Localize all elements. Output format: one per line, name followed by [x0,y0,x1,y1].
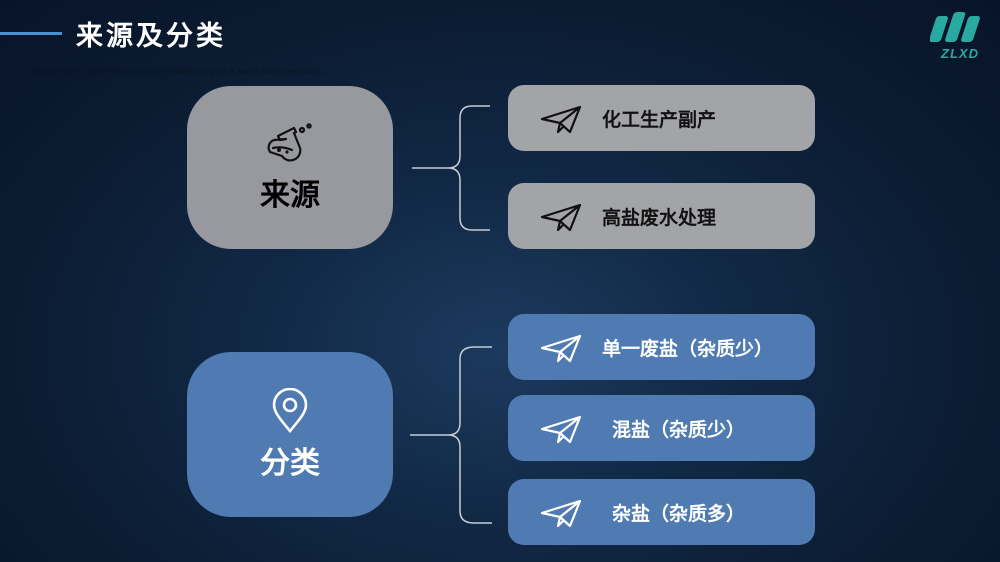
source-item-chemical-byproduct: 化工生产副产 [508,85,815,151]
page-title: 来源及分类 [76,21,226,52]
source-item-wastewater-treatment: 高盐废水处理 [508,183,815,249]
page-subtitle: Wastewater generated feature in doing on… [32,66,322,77]
class-item-label: 杂盐（杂质多） [612,502,746,525]
title-accent-line [0,32,62,35]
class-item-label: 混盐（杂质少） [612,418,746,441]
source-item-label: 高盐废水处理 [602,206,717,229]
source-bracket [412,105,490,231]
flask-icon [267,122,312,162]
classification-bracket [410,346,492,524]
classification-label: 分类 [260,445,320,481]
classification-box: 分类 [187,352,393,517]
zlxd-logo-icon [930,12,980,42]
source-item-label: 化工生产副产 [602,108,717,131]
paper-plane-icon [540,203,582,232]
class-item-label: 单一废盐（杂质少） [602,337,774,360]
location-pin-icon [272,387,308,433]
logo-text: ZLXD [941,46,979,61]
source-box: 来源 [187,86,393,249]
class-item-mixed-salt: 混盐（杂质少） [508,395,815,461]
paper-plane-icon [540,105,582,134]
paper-plane-icon [540,499,582,528]
source-label: 来源 [260,177,320,213]
paper-plane-icon [540,415,582,444]
paper-plane-icon [540,334,582,363]
class-item-miscellaneous-salt: 杂盐（杂质多） [508,479,815,545]
class-item-single-salt: 单一废盐（杂质少） [508,314,815,380]
